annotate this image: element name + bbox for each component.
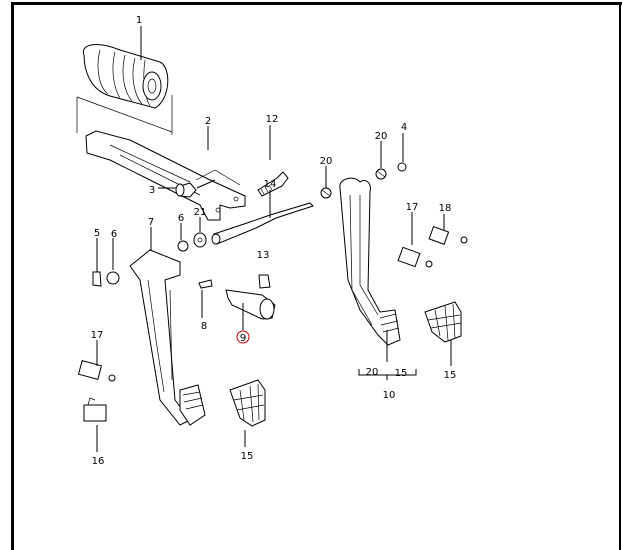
- part-clip-13[interactable]: [258, 274, 271, 289]
- part-bolt-12[interactable]: [257, 171, 289, 197]
- callout-4[interactable]: 4: [401, 122, 407, 133]
- part-pin-8[interactable]: [198, 279, 213, 289]
- callout-15[interactable]: 15: [444, 370, 457, 381]
- part-cylinder-9[interactable]: [225, 289, 276, 320]
- callout-21[interactable]: 21: [194, 207, 207, 218]
- callout-7[interactable]: 7: [148, 217, 154, 228]
- callout-17[interactable]: 17: [91, 330, 104, 341]
- part-support-bracket[interactable]: [85, 130, 246, 221]
- callout-20[interactable]: 20: [366, 367, 379, 378]
- part-pedal-pad-15b[interactable]: [424, 301, 462, 343]
- part-clip-6b[interactable]: [106, 271, 120, 285]
- part-clip-20b[interactable]: [375, 168, 387, 180]
- group-bracket-1: [76, 95, 173, 135]
- part-brake-pedal-10[interactable]: [339, 177, 401, 346]
- callout-5[interactable]: 5: [94, 228, 100, 239]
- callout-13[interactable]: 13: [257, 250, 270, 261]
- callout-6[interactable]: 6: [111, 229, 117, 240]
- leader-line-3: [158, 179, 216, 189]
- frame-border-top: [11, 2, 622, 5]
- frame-border-left: [11, 2, 14, 550]
- callout-15[interactable]: 15: [395, 368, 408, 379]
- callout-14[interactable]: 14: [264, 179, 277, 190]
- highlight-circle-9: [236, 330, 250, 344]
- callout-10[interactable]: 10: [383, 390, 396, 401]
- callout-3[interactable]: 3: [149, 185, 155, 196]
- part-clip-6a[interactable]: [177, 240, 189, 252]
- part-bushing-3[interactable]: [175, 182, 197, 198]
- part-shaft-14[interactable]: [211, 202, 314, 245]
- frame-border-right: [619, 2, 621, 550]
- callout-18[interactable]: 18: [439, 203, 452, 214]
- callout-15[interactable]: 15: [241, 451, 254, 462]
- leader-lines: [96, 26, 452, 452]
- callout-20[interactable]: 20: [375, 131, 388, 142]
- part-switch-17b[interactable]: [77, 360, 116, 382]
- callout-16[interactable]: 16: [92, 456, 105, 467]
- callout-1[interactable]: 1: [136, 15, 142, 26]
- part-clutch-pedal-7[interactable]: [129, 249, 206, 426]
- part-washer-21[interactable]: [193, 232, 207, 248]
- callout-12[interactable]: 12: [266, 114, 279, 125]
- part-nut-4[interactable]: [397, 162, 407, 172]
- part-switch-16[interactable]: [83, 397, 107, 422]
- part-pedal-pad-15a[interactable]: [229, 379, 266, 427]
- callout-9[interactable]: 9: [240, 333, 246, 344]
- callout-6[interactable]: 6: [178, 213, 184, 224]
- callouts: 1 2 12 3 20 20 4 14 21 6 7 5 6 13 17 18 …: [91, 15, 457, 467]
- callout-8[interactable]: 8: [201, 321, 207, 332]
- part-clip-5[interactable]: [92, 271, 102, 287]
- part-boot[interactable]: [82, 44, 169, 109]
- callout-2[interactable]: 2: [205, 116, 211, 127]
- callout-20[interactable]: 20: [320, 156, 333, 167]
- callout-17[interactable]: 17: [406, 202, 419, 213]
- part-clip-20a[interactable]: [320, 187, 332, 199]
- part-switch-17a[interactable]: [397, 246, 433, 268]
- part-switch-18[interactable]: [428, 225, 468, 245]
